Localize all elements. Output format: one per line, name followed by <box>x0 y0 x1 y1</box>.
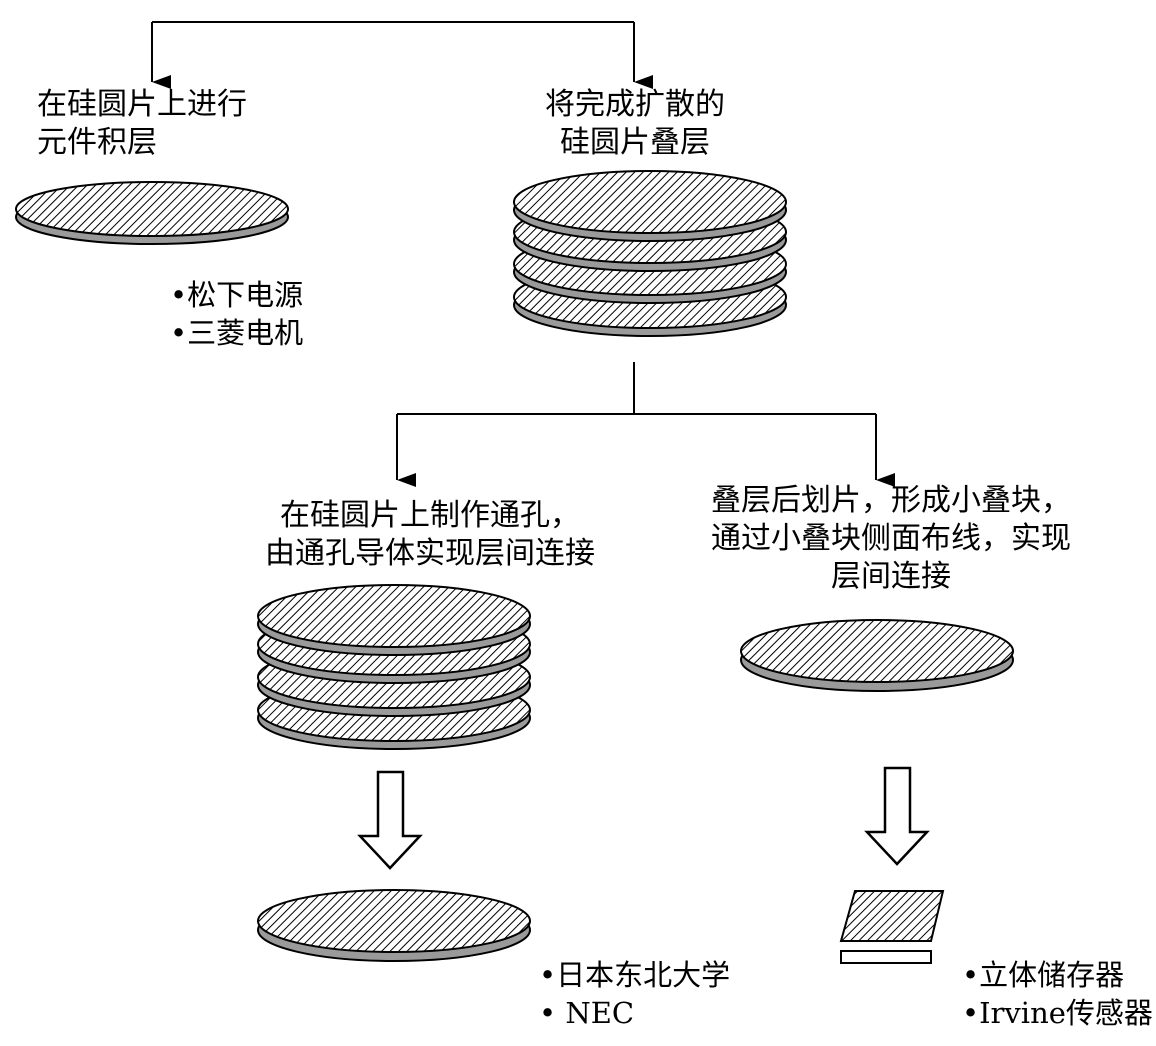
branch-connector <box>396 362 895 487</box>
chip-block <box>839 890 945 964</box>
label-line: 元件积层 <box>37 125 157 160</box>
example-item: •日本东北大学 <box>539 958 731 992</box>
label-line: 硅圆片叠层 <box>560 125 710 160</box>
hollow-arrow-right <box>864 766 930 866</box>
example-item: •Irvine传感器 <box>962 996 1153 1030</box>
wafer-stack-center <box>513 170 787 337</box>
example-item: •立体储存器 <box>962 958 1125 992</box>
step-label-left-top: 在硅圆片上进行 元件积层 <box>37 86 247 162</box>
step-label-center-top: 将完成扩散的 硅圆片叠层 <box>530 86 740 162</box>
hollow-arrow-left <box>357 770 423 870</box>
wafer-single-left-top <box>15 181 289 245</box>
top-connector <box>151 21 653 89</box>
label-line: 将完成扩散的 <box>545 87 725 122</box>
label-line: 叠层后划片，形成小叠块， <box>711 483 1071 518</box>
example-item: • NEC <box>539 996 635 1030</box>
label-line: 在硅圆片上制作通孔， <box>280 498 580 533</box>
wafer-stack-left <box>257 584 531 750</box>
examples-right-bottom: •立体储存器 •Irvine传感器 <box>962 956 1153 1032</box>
label-line: 层间连接 <box>831 559 951 594</box>
examples-left-bottom: •日本东北大学 • NEC <box>539 956 730 1032</box>
label-line: 通过小叠块侧面布线，实现 <box>711 521 1071 556</box>
example-item: •三菱电机 <box>170 316 304 350</box>
examples-left-top: •松下电源 •三菱电机 <box>170 276 303 352</box>
example-item: •松下电源 <box>170 278 304 312</box>
step-label-right-mid: 叠层后划片，形成小叠块， 通过小叠块侧面布线，实现 层间连接 <box>686 482 1096 596</box>
wafer-single-left-bottom <box>257 889 531 962</box>
label-line: 由通孔导体实现层间连接 <box>265 536 595 571</box>
wafer-single-right <box>740 619 1014 692</box>
step-label-left-mid: 在硅圆片上制作通孔， 由通孔导体实现层间连接 <box>245 497 615 573</box>
label-line: 在硅圆片上进行 <box>37 87 247 122</box>
